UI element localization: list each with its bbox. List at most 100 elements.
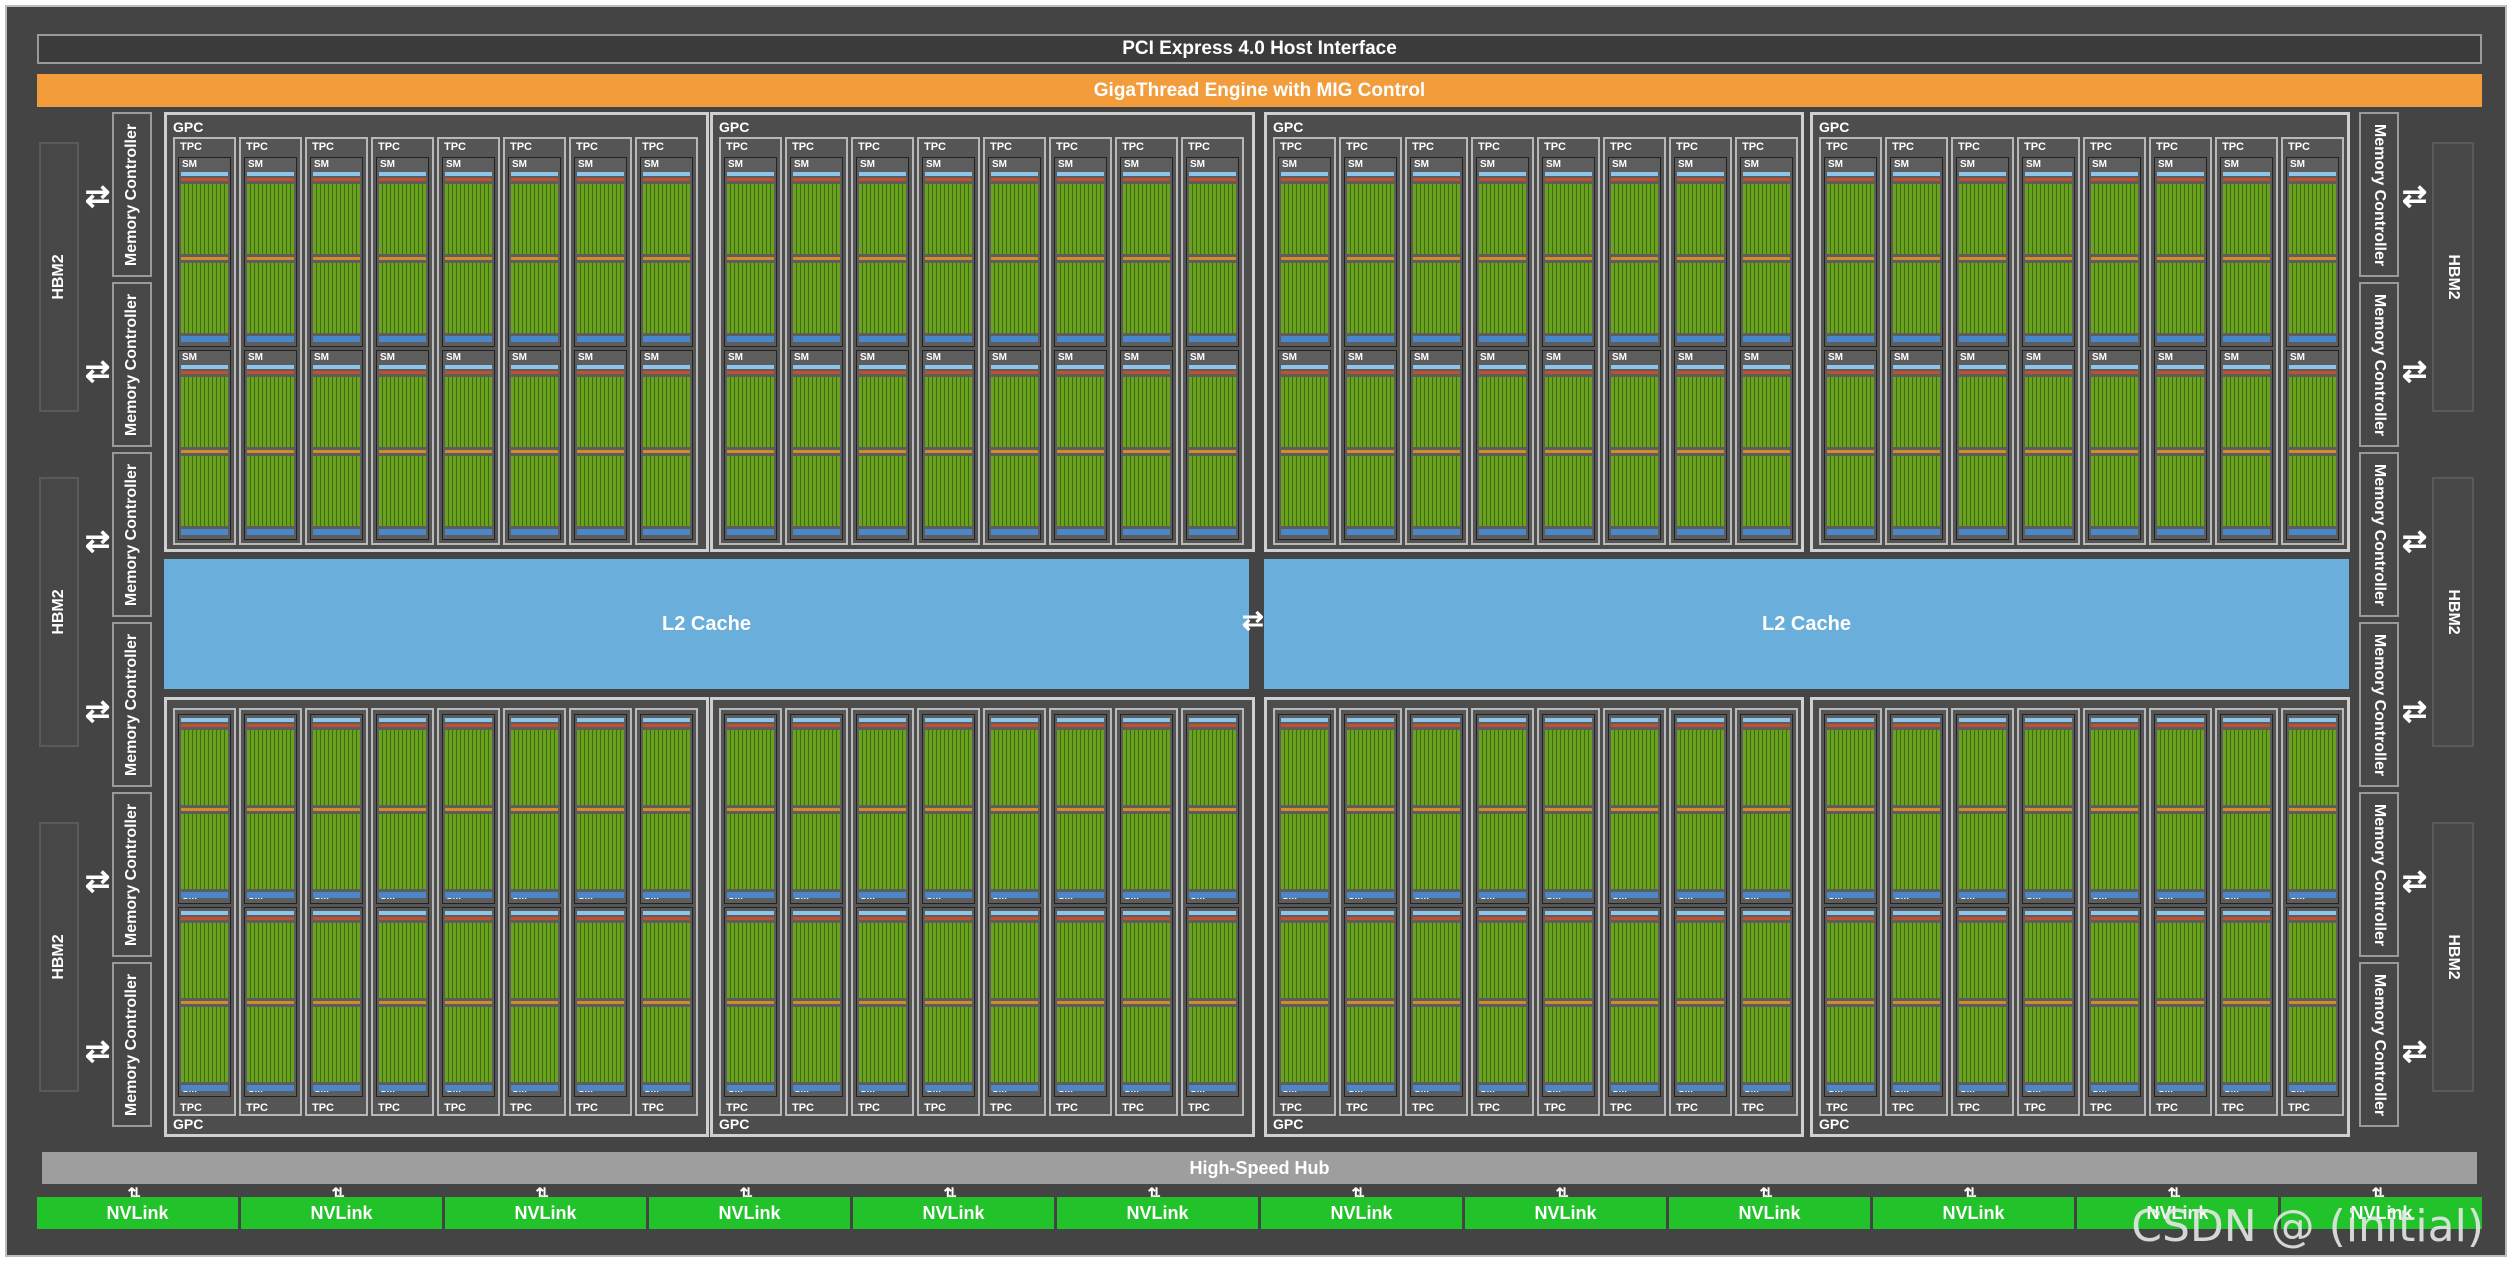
sm-stripe [1545,371,1592,374]
gpc-8: GPCTPCSMSMTPCSMSMTPCSMSMTPCSMSMTPCSMSMTP… [1810,697,2350,1137]
sm-core-block [2091,456,2138,526]
sm-unit: SM [2286,714,2339,904]
sm-shared-memory-bar [313,529,360,535]
nvlink-1: NVLink [37,1197,238,1229]
sm-stripe [1893,724,1940,727]
sm-stripe [1827,808,1874,811]
sm-l1-bar [1189,911,1236,915]
tpc-label: TPC [1610,141,1632,153]
sm-unit: SM [310,714,363,904]
sm-shared-memory-bar [925,1085,972,1091]
sm-l1-bar [1545,911,1592,915]
sm-core-block [2025,814,2072,889]
sm-stripe [1281,371,1328,374]
sm-stripe [445,257,492,260]
sm-core-block [577,814,624,889]
sm-unit: SM [640,907,693,1097]
sm-core-block [1893,730,1940,805]
sm-shared-memory-bar [925,336,972,342]
sm-shared-memory-bar [511,529,558,535]
sm-label: SM [1058,159,1073,170]
sm-stripe [793,371,840,374]
sm-shared-memory-bar [2091,529,2138,535]
sm-core-block [1677,263,1724,333]
sm-unit: SM [724,157,777,347]
sm-stripe [1347,1001,1394,1004]
sm-core-block [313,730,360,805]
sm-l1-bar [991,172,1038,176]
sm-core-block [445,730,492,805]
sm-stripe [1413,450,1460,453]
sm-label: SM [1124,352,1139,363]
sm-shared-memory-bar [1123,1085,1170,1091]
nvlink-6: NVLink [1057,1197,1258,1229]
sm-shared-memory-bar [1743,892,1790,898]
sm-stripe [1959,1001,2006,1004]
sm-core-block [1677,923,1724,998]
sm-label: SM [2158,159,2173,170]
sm-core-block [727,923,774,998]
sm-label: SM [248,352,263,363]
sm-unit: SM [2286,157,2339,347]
sm-core-block [2223,730,2270,805]
sm-core-block [1347,263,1394,333]
sm-stripe [1893,1001,1940,1004]
sm-unit: SM [1410,714,1463,904]
sm-l1-bar [1743,718,1790,722]
sm-label: SM [2224,159,2239,170]
sm-shared-memory-bar [2289,529,2336,535]
sm-stripe [991,178,1038,181]
sm-stripe [2223,808,2270,811]
sm-core-block [2289,184,2336,254]
sm-l1-bar [2157,911,2204,915]
sm-core-block [727,184,774,254]
sm-l1-bar [793,718,840,722]
tpc-label: TPC [858,1102,880,1114]
sm-core-block [859,263,906,333]
sm-stripe [1413,257,1460,260]
sm-core-block [727,263,774,333]
sm-shared-memory-bar [2223,892,2270,898]
sm-shared-memory-bar [2091,892,2138,898]
sm-stripe [2289,178,2336,181]
sm-stripe [379,371,426,374]
sm-core-block [793,1007,840,1082]
sm-stripe [445,808,492,811]
sm-l1-bar [2025,911,2072,915]
sm-l1-bar [379,172,426,176]
sm-shared-memory-bar [2289,336,2336,342]
sm-unit: SM [724,714,777,904]
sm-l1-bar [991,718,1038,722]
sm-stripe [2091,917,2138,920]
sm-label: SM [794,159,809,170]
sm-stripe [511,450,558,453]
sm-stripe [1545,1001,1592,1004]
sm-core-block [793,814,840,889]
sm-label: SM [1744,352,1759,363]
sm-stripe [1413,1001,1460,1004]
memory-controller-left-5: Memory Controller [112,792,152,957]
sm-l1-bar [2157,365,2204,369]
memory-controller-label: Memory Controller [123,123,140,266]
sm-core-block [2223,923,2270,998]
sm-core-block [2091,263,2138,333]
sm-unit: SM [1956,350,2009,540]
tpc-label: TPC [1188,141,1210,153]
sm-shared-memory-bar [793,892,840,898]
sm-unit: SM [2022,157,2075,347]
sm-l1-bar [2157,172,2204,176]
sm-core-block [511,263,558,333]
hbm2-label: HBM2 [2445,254,2462,300]
sm-stripe [2025,808,2072,811]
sm-shared-memory-bar [1827,1085,1874,1091]
sm-l1-bar [2289,172,2336,176]
sm-l1-bar [2289,365,2336,369]
memory-controller-right-2: Memory Controller [2359,282,2399,447]
